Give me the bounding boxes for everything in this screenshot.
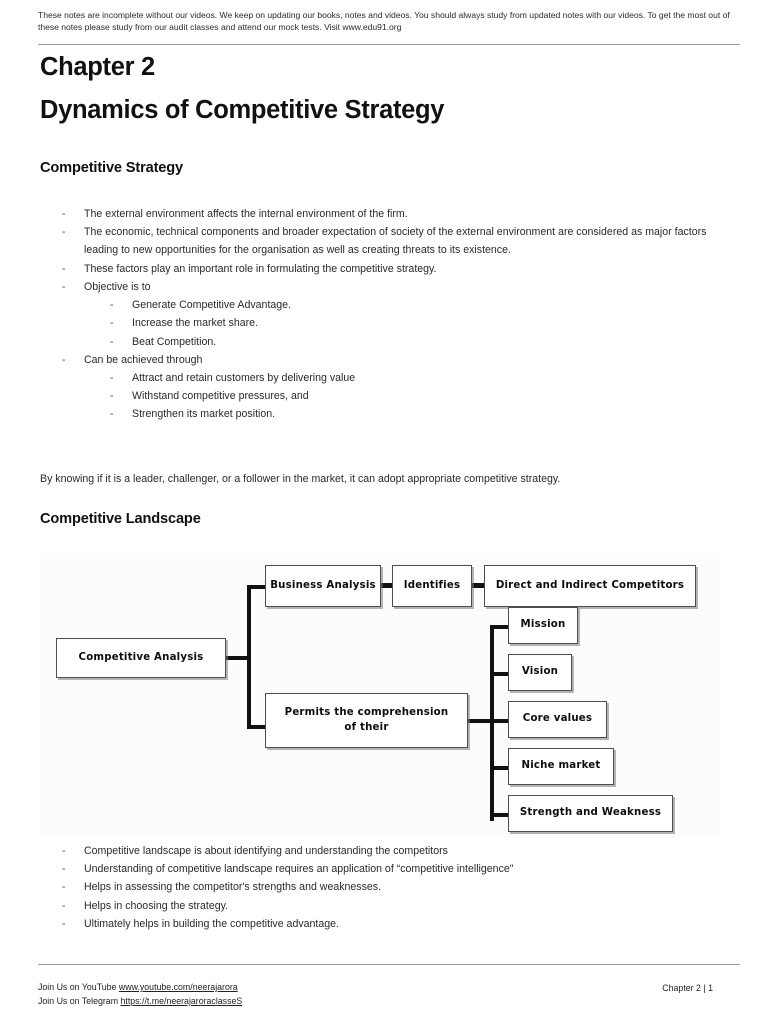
diagram-node-strength-and-weakness[interactable]: Strength and Weakness bbox=[508, 795, 673, 832]
bullet-dash: - bbox=[110, 408, 114, 421]
list-item-text: The economic, technical components and b… bbox=[84, 226, 707, 257]
list-item-text: Withstand competitive pressures, and bbox=[132, 390, 309, 403]
diagram-node-core-values[interactable]: Core values bbox=[508, 701, 607, 738]
bullet-dash: - bbox=[62, 226, 66, 239]
list-item-text: These factors play an important role in … bbox=[84, 262, 437, 275]
list-item-text: Can be achieved through bbox=[84, 353, 203, 366]
list-item: - Helps in assessing the competitor's str… bbox=[40, 878, 740, 896]
bullet-dash: - bbox=[62, 881, 66, 894]
footer-youtube-link[interactable]: www.youtube.com/neerajarora bbox=[118, 982, 238, 992]
diagram-node-business-analysis[interactable]: Business Analysis bbox=[265, 565, 381, 607]
bullet-dash: - bbox=[62, 262, 66, 275]
list-item-text: Objective is to bbox=[84, 280, 151, 293]
list-item: - The external environment affects the in… bbox=[40, 205, 740, 223]
connector-spine-primary bbox=[247, 585, 251, 729]
connector-leaf-mission bbox=[490, 625, 508, 629]
connector-root-stub bbox=[225, 656, 251, 660]
list-item: - These factors play an important role in… bbox=[40, 260, 740, 278]
list-item-text: Helps in choosing the strategy. bbox=[84, 899, 229, 912]
list-item: - The economic, technical components and … bbox=[40, 223, 740, 259]
list-item: - Competitive landscape is about identify… bbox=[40, 842, 740, 860]
connector-branch-top bbox=[247, 585, 267, 589]
list-item-text: Increase the market share. bbox=[132, 317, 259, 330]
list-item-text: Ultimately helps in building the competi… bbox=[84, 917, 339, 930]
footer-telegram-line: Join Us on Telegram https://t.me/neeraja… bbox=[38, 995, 242, 1009]
diagram-node-permits-comprehension[interactable]: Permits the comprehension of their bbox=[265, 693, 468, 748]
header-divider bbox=[38, 44, 740, 45]
bullet-dash: - bbox=[62, 863, 66, 876]
list-item: - Attract and retain customers by deliver… bbox=[40, 369, 740, 387]
chapter-number: Chapter 2 bbox=[40, 53, 155, 81]
list-item-text: The external environment affects the int… bbox=[84, 208, 408, 220]
footer-links: Join Us on YouTube www.youtube.com/neera… bbox=[38, 981, 242, 1009]
list-item-text: Attract and retain customers by deliveri… bbox=[132, 371, 356, 384]
footer-youtube-label: Join Us on YouTube bbox=[38, 982, 117, 992]
connector-business-to-identifies bbox=[380, 583, 392, 588]
footer-divider bbox=[38, 964, 740, 965]
list-item-text: Understanding of competitive landscape r… bbox=[84, 863, 514, 876]
bullet-dash: - bbox=[62, 280, 66, 293]
bullet-dash: - bbox=[62, 208, 66, 220]
diagram-node-mission[interactable]: Mission bbox=[508, 607, 578, 644]
competitive-strategy-list: - The external environment affects the in… bbox=[40, 205, 740, 424]
list-item-text: Competitive landscape is about identifyi… bbox=[84, 845, 448, 857]
connector-leaf-strength-weakness bbox=[490, 813, 508, 817]
bullet-dash: - bbox=[62, 917, 66, 930]
connector-leaf-core-values bbox=[490, 719, 508, 723]
competitive-landscape-diagram: Competitive Analysis Business Analysis I… bbox=[40, 553, 720, 838]
diagram-node-identifies[interactable]: Identifies bbox=[392, 565, 472, 607]
bullet-dash: - bbox=[62, 845, 66, 857]
diagram-node-niche-market[interactable]: Niche market bbox=[508, 748, 614, 785]
list-item: - Increase the market share. bbox=[40, 314, 740, 332]
bullet-dash: - bbox=[110, 299, 114, 312]
list-item-text: Generate Competitive Advantage. bbox=[132, 299, 292, 312]
connector-identifies-to-competitors bbox=[472, 583, 484, 588]
list-item: - Withstand competitive pressures, and bbox=[40, 387, 740, 405]
diagram-node-vision[interactable]: Vision bbox=[508, 654, 572, 691]
bullet-dash: - bbox=[110, 317, 114, 330]
diagram-node-direct-indirect-competitors[interactable]: Direct and Indirect Competitors bbox=[484, 565, 696, 607]
diagram-node-competitive-analysis[interactable]: Competitive Analysis bbox=[56, 638, 226, 678]
footer-telegram-link[interactable]: https://t.me/neerajaroraclasseS bbox=[120, 995, 243, 1006]
footer-youtube-line: Join Us on YouTube www.youtube.com/neera… bbox=[38, 981, 242, 995]
competitive-landscape-list: - Competitive landscape is about identify… bbox=[40, 842, 740, 933]
bullet-dash: - bbox=[62, 899, 66, 912]
list-item-text: Beat Competition. bbox=[132, 335, 217, 348]
list-item: - Ultimately helps in building the compet… bbox=[40, 915, 740, 933]
bullet-dash: - bbox=[110, 335, 114, 348]
footer-page-info: Chapter 2 | 1 bbox=[662, 983, 713, 993]
list-item: - Understanding of competitive landscape … bbox=[40, 860, 740, 878]
list-item: - Helps in choosing the strategy. bbox=[40, 897, 740, 915]
leader-challenger-paragraph: By knowing if it is a leader, challenger… bbox=[40, 473, 561, 485]
list-item: - Objective is to bbox=[40, 278, 740, 296]
connector-leaf-niche-market bbox=[490, 766, 508, 770]
list-item: - Generate Competitive Advantage. bbox=[40, 296, 740, 314]
list-item-text: Helps in assessing the competitor's stre… bbox=[84, 881, 382, 894]
connector-spine-leaves bbox=[490, 625, 494, 821]
section-heading-competitive-strategy: Competitive Strategy bbox=[40, 160, 183, 176]
list-item: - Strengthen its market position. bbox=[40, 405, 740, 423]
notes-disclaimer-banner: These notes are incomplete without our v… bbox=[38, 10, 730, 33]
bullet-dash: - bbox=[110, 371, 114, 384]
bullet-dash: - bbox=[110, 390, 114, 403]
list-item-text: Strengthen its market position. bbox=[132, 408, 276, 421]
connector-leaf-vision bbox=[490, 672, 508, 676]
list-item: - Beat Competition. bbox=[40, 333, 740, 351]
list-item: - Can be achieved through bbox=[40, 351, 740, 369]
section-heading-competitive-landscape: Competitive Landscape bbox=[40, 511, 201, 527]
connector-permits-stub bbox=[468, 719, 498, 723]
chapter-title: Dynamics of Competitive Strategy bbox=[40, 96, 445, 124]
bullet-dash: - bbox=[62, 353, 66, 366]
connector-branch-bottom bbox=[247, 725, 267, 729]
footer-telegram-label: Join Us on Telegram bbox=[38, 995, 119, 1006]
